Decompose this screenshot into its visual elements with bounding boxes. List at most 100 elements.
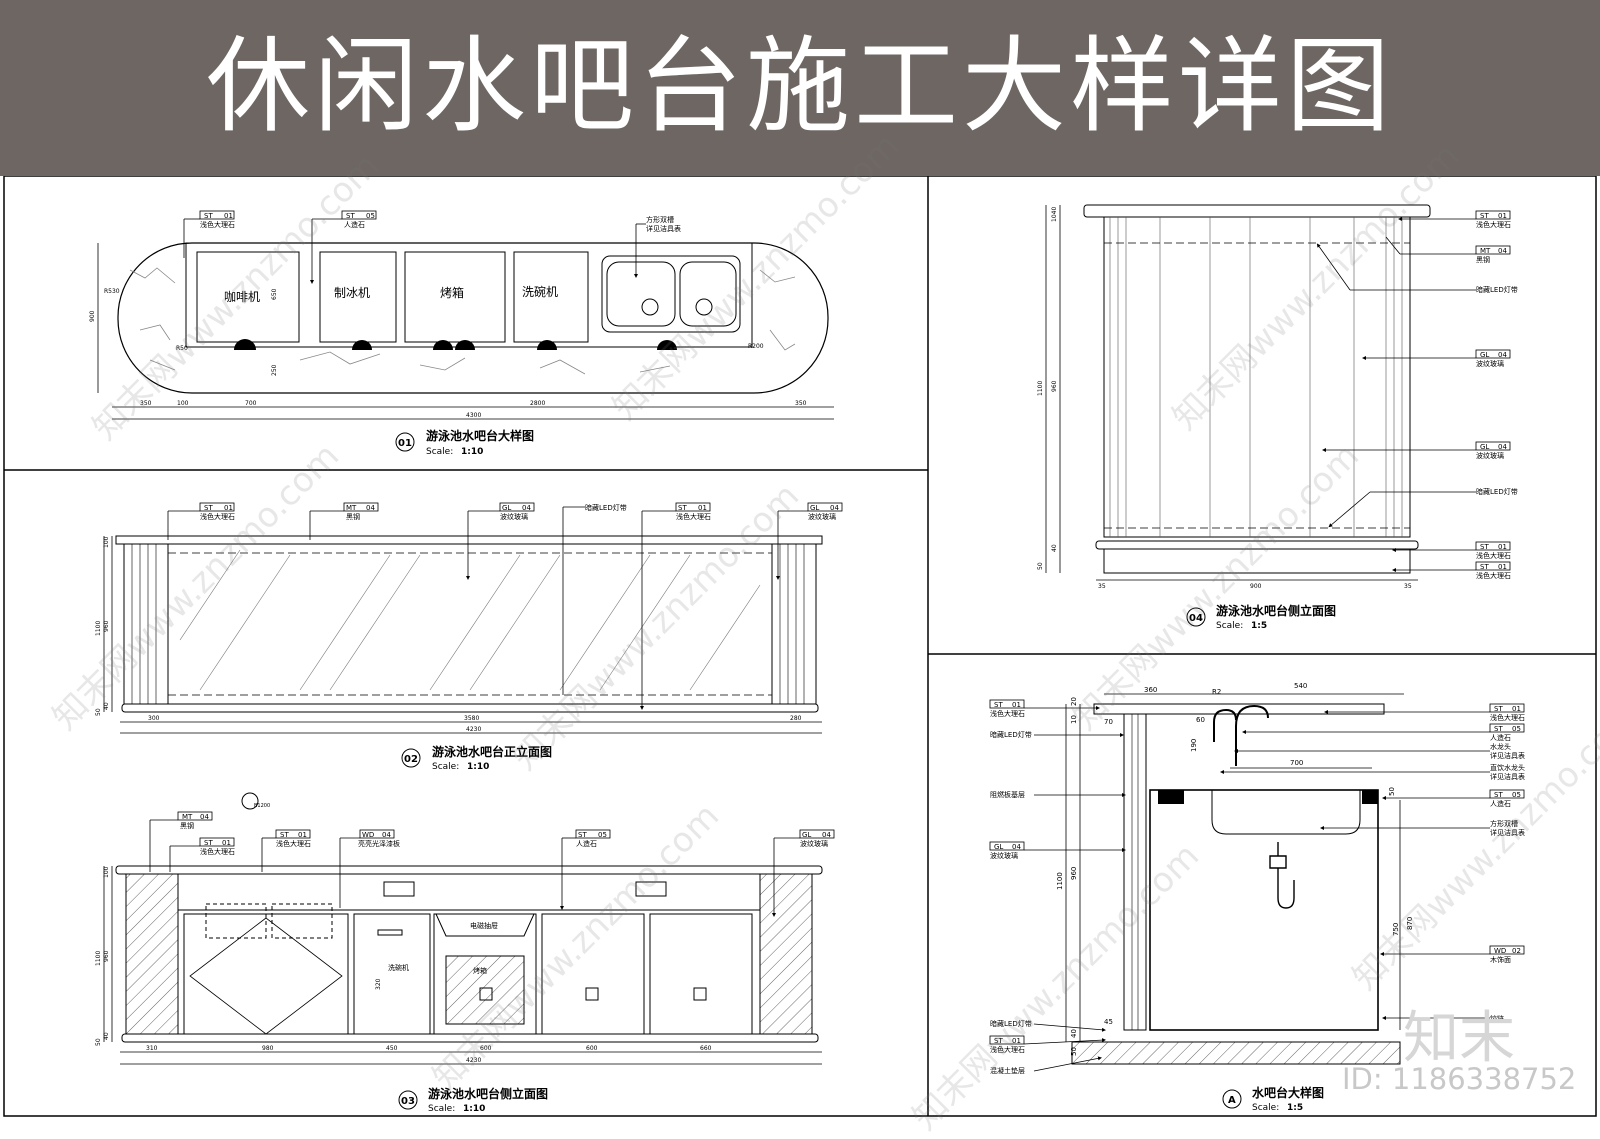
tag-num: 01	[224, 504, 233, 512]
dishwasher-handle	[377, 929, 403, 936]
view-number: 04	[1189, 613, 1203, 624]
page-title: 休闲水吧台施工大样详图	[205, 25, 1394, 147]
dim: 35	[1098, 583, 1106, 590]
tag-desc: 浅色大理石	[676, 512, 711, 521]
tag-desc: 浅色大理石	[1476, 571, 1511, 580]
base-slab	[1071, 1041, 1401, 1065]
panel-a-section-detail: ST 01 浅色大理石 ST 05 人造石 水龙头 详见洁具表 直饮水龙头 详见…	[989, 682, 1525, 1113]
oven-label: 烤箱	[473, 966, 487, 975]
base	[1103, 548, 1411, 574]
sink-right	[679, 261, 737, 327]
dim: 50	[95, 708, 102, 716]
tag-code: ST	[994, 701, 1003, 709]
dim: 50	[1037, 562, 1044, 570]
tag-box	[199, 502, 235, 512]
dim: 1100	[1056, 872, 1064, 890]
cabinet-door	[649, 913, 753, 1035]
sink-outer	[601, 255, 741, 333]
dim: 4300	[466, 412, 481, 419]
dim: 350	[795, 400, 807, 407]
dim: 50	[1070, 1047, 1078, 1056]
view-number-circle	[398, 1090, 418, 1110]
tag-num: 05	[1512, 725, 1521, 733]
dim: 600	[480, 1045, 492, 1052]
view-number: 02	[404, 754, 418, 765]
dim: 100	[103, 866, 110, 878]
note: 暗藏LED灯带	[990, 1019, 1032, 1028]
tag-desc: 浅色大理石	[200, 220, 235, 229]
tag-num: 01	[1498, 543, 1507, 551]
scale-label: Scale:	[426, 447, 453, 457]
tag-desc: 浅色大理石	[990, 1045, 1025, 1054]
tag-desc: 人造石	[1490, 799, 1511, 808]
tag-code: GL	[802, 831, 811, 839]
tag-num: 04	[522, 504, 531, 512]
oven-box	[404, 251, 506, 343]
tag-box	[499, 502, 535, 512]
body	[1103, 216, 1411, 538]
plinth	[121, 1033, 819, 1043]
tag-code: ST	[204, 504, 213, 512]
tag-num: 01	[1512, 705, 1521, 713]
tag-num: 04	[382, 831, 391, 839]
tag-num: 04	[1012, 843, 1021, 851]
scale-value: 1:5	[1287, 1103, 1303, 1113]
tag-box	[343, 502, 379, 512]
tag-code: GL	[994, 843, 1003, 851]
dim: 2800	[530, 400, 545, 407]
dim: 960	[103, 950, 110, 962]
leader	[1328, 491, 1371, 528]
tag-code: ST	[1494, 705, 1503, 713]
led-label: 暗藏LED灯带	[585, 503, 627, 512]
detail-callout	[241, 792, 259, 810]
dim: 4230	[466, 1057, 481, 1064]
right-column	[759, 873, 813, 1035]
tag-box	[989, 699, 1025, 709]
tag-code: ST	[994, 1037, 1003, 1045]
tag-code: ST	[1480, 563, 1489, 571]
dim: 750	[1392, 923, 1400, 936]
sink-note: 方形双槽	[646, 215, 674, 224]
tag-desc: 波纹玻璃	[808, 512, 836, 521]
dim: 1100	[95, 621, 102, 636]
dim: 40	[103, 1032, 110, 1040]
dim: 600	[586, 1045, 598, 1052]
tag-num: 04	[1498, 351, 1507, 359]
leader	[1033, 1023, 1106, 1032]
sink-bowl	[271, 903, 333, 939]
view-number-circle	[401, 748, 421, 768]
dim: 35	[1404, 583, 1412, 590]
tag-code: GL	[1480, 443, 1489, 451]
watermark-logo: 知末	[1403, 1006, 1515, 1071]
drawing-sheet: 咖啡机 制冰机 烤箱 洗碗机 ST 01 浅色大理石 ST 05 人造石 方形双…	[3, 176, 1597, 1117]
callout-label: B1200	[254, 803, 270, 809]
tag-code: ST	[1494, 791, 1503, 799]
dim: 700	[1290, 759, 1303, 767]
tag-box	[1475, 210, 1511, 220]
dim: 900	[1250, 583, 1262, 590]
tag-box	[341, 210, 377, 220]
dim: 650	[271, 288, 278, 300]
glass-reflections	[179, 549, 761, 691]
dim: 60	[1196, 716, 1205, 724]
dim: 45	[1104, 1018, 1113, 1026]
tag-code: MT	[346, 504, 357, 512]
tag-code: MT	[1480, 247, 1491, 255]
dim: 3580	[464, 715, 479, 722]
tag-box	[1489, 945, 1525, 955]
appliance-oven: 烤箱	[440, 285, 464, 300]
tag-desc: 人造石	[576, 839, 597, 848]
tag-code: GL	[502, 504, 511, 512]
tag-code: ST	[280, 831, 289, 839]
drain-trap	[1269, 842, 1295, 909]
tag-box	[575, 829, 611, 839]
view-title: 游泳池水吧台侧立面图	[428, 1086, 548, 1101]
dim: 960	[1070, 867, 1078, 880]
tag-box	[1489, 723, 1525, 733]
tag-desc: 浅色大理石	[1490, 713, 1525, 722]
tag-num: 01	[1498, 563, 1507, 571]
tag-code: WD	[1494, 947, 1506, 955]
note: 方形双槽	[1490, 819, 1518, 828]
tag-code: WD	[362, 831, 374, 839]
socket	[383, 881, 415, 897]
